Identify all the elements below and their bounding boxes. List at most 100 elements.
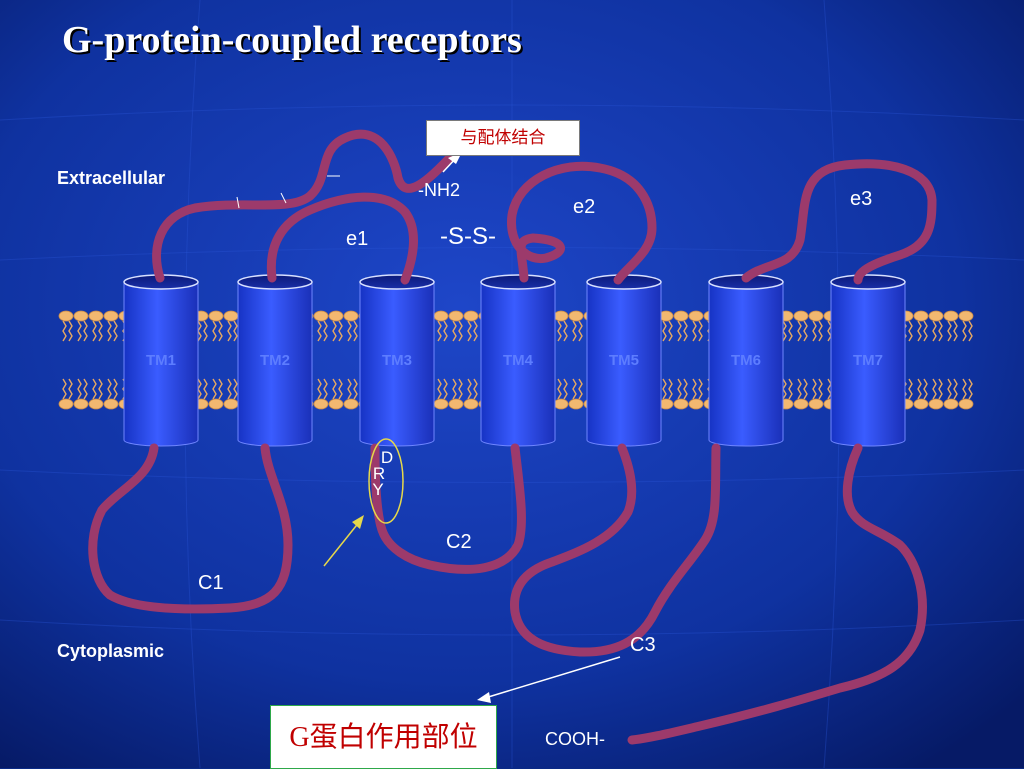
g-protein-arrow-head (477, 692, 491, 703)
lipid-head (463, 310, 479, 322)
lipid-tail (698, 320, 703, 342)
lipid-head (313, 310, 329, 322)
lipid-head (688, 398, 704, 410)
lipid-tail (917, 378, 922, 400)
lipid-tail (317, 378, 322, 400)
lipid-tail (953, 378, 958, 400)
helix-tm2 (237, 274, 313, 447)
tm4-label: TM4 (503, 352, 533, 369)
lipid-tail (113, 320, 118, 342)
lipid-head (313, 398, 329, 410)
helix-tm7 (830, 274, 906, 447)
ligand-binding-callout: 与配体结合 (426, 120, 580, 156)
lipid-tail (683, 320, 688, 342)
lipid-tail (812, 378, 817, 400)
lipid-head (673, 398, 689, 410)
lipid-head (58, 310, 74, 322)
loop-c3 (510, 443, 721, 657)
helix-body (708, 281, 784, 447)
lipid-head (208, 398, 224, 410)
lipid-tail (938, 378, 943, 400)
lipid-tail (68, 378, 73, 400)
lipid-tail (467, 320, 472, 342)
lipid-head (913, 398, 929, 410)
lipid-tail (923, 320, 928, 342)
loop-c3-label: C3 (630, 634, 656, 656)
lipid-head (103, 310, 119, 322)
g-protein-site-prefix: G (289, 722, 310, 753)
helix-body (830, 281, 906, 447)
lipid-tail (557, 378, 562, 400)
helix-body (586, 281, 662, 447)
lipid-tail (233, 320, 238, 342)
lipid-head (568, 398, 584, 410)
dry-motif-circle (368, 438, 404, 524)
helix-cap (830, 274, 906, 290)
lipid-head (553, 310, 569, 322)
lipid-head (343, 398, 359, 410)
lipid-tail (83, 320, 88, 342)
lipid-head (943, 310, 959, 322)
lipid-head (103, 398, 119, 410)
lipid-tail (932, 378, 937, 400)
helix-cap (359, 274, 435, 290)
tm2-label: TM2 (260, 352, 290, 369)
lipid-tail (233, 378, 238, 400)
lipid-tail (227, 378, 232, 400)
lipid-tail (692, 378, 697, 400)
lipid-head (793, 398, 809, 410)
loop-e1-label: e1 (346, 228, 369, 250)
helix-cap (480, 274, 556, 290)
lipid-head (448, 398, 464, 410)
helix-body (237, 281, 313, 447)
lipid-head (223, 398, 239, 410)
lipid-tail (947, 320, 952, 342)
lipid-tail (62, 378, 67, 400)
lipid-tail (107, 378, 112, 400)
tm3-label: TM3 (382, 352, 412, 369)
slide-title: G-protein-coupled receptors (62, 19, 522, 61)
lipid-tail (347, 378, 352, 400)
helix-tm6 (708, 274, 784, 447)
lipid-head (88, 310, 104, 322)
lipid-tail (923, 378, 928, 400)
loop-e2-label: e2 (573, 196, 596, 218)
lipid-head (808, 398, 824, 410)
lipid-tail (962, 320, 967, 342)
lipid-head (808, 310, 824, 322)
lipid-tail (203, 320, 208, 342)
lipid-tail (788, 378, 793, 400)
lipid-tail (578, 320, 583, 342)
lipid-tail (353, 378, 358, 400)
loop-c2 (370, 443, 526, 574)
lipid-tail (458, 320, 463, 342)
lipid-head (433, 310, 449, 322)
dry-arrow-head (352, 515, 364, 529)
lipid-tail (953, 320, 958, 342)
lipid-head (58, 398, 74, 410)
lipid-tail (938, 320, 943, 342)
lipid-tail (92, 320, 97, 342)
lipid-head (673, 310, 689, 322)
n-terminus-segment (152, 129, 460, 283)
g-protein-arrow (484, 656, 621, 699)
lipid-tail (473, 378, 478, 400)
lipid-tail (668, 320, 673, 342)
tm7-label: TM7 (853, 352, 883, 369)
lipid-head (448, 310, 464, 322)
lipid-tail (698, 378, 703, 400)
lipid-tail (77, 320, 82, 342)
tm6-label: TM6 (731, 352, 761, 369)
lipid-tail (317, 320, 322, 342)
tm1-label: TM1 (146, 352, 176, 369)
c-terminus-label: COOH- (545, 729, 605, 749)
disulfide-label: -S-S- (440, 223, 496, 250)
lipid-tail (968, 320, 973, 342)
lipid-tail (572, 378, 577, 400)
lipid-head (928, 310, 944, 322)
n-terminus-label: -NH2 (418, 180, 461, 200)
lipid-tail (83, 378, 88, 400)
lipid-tail (113, 378, 118, 400)
lipid-head (688, 310, 704, 322)
